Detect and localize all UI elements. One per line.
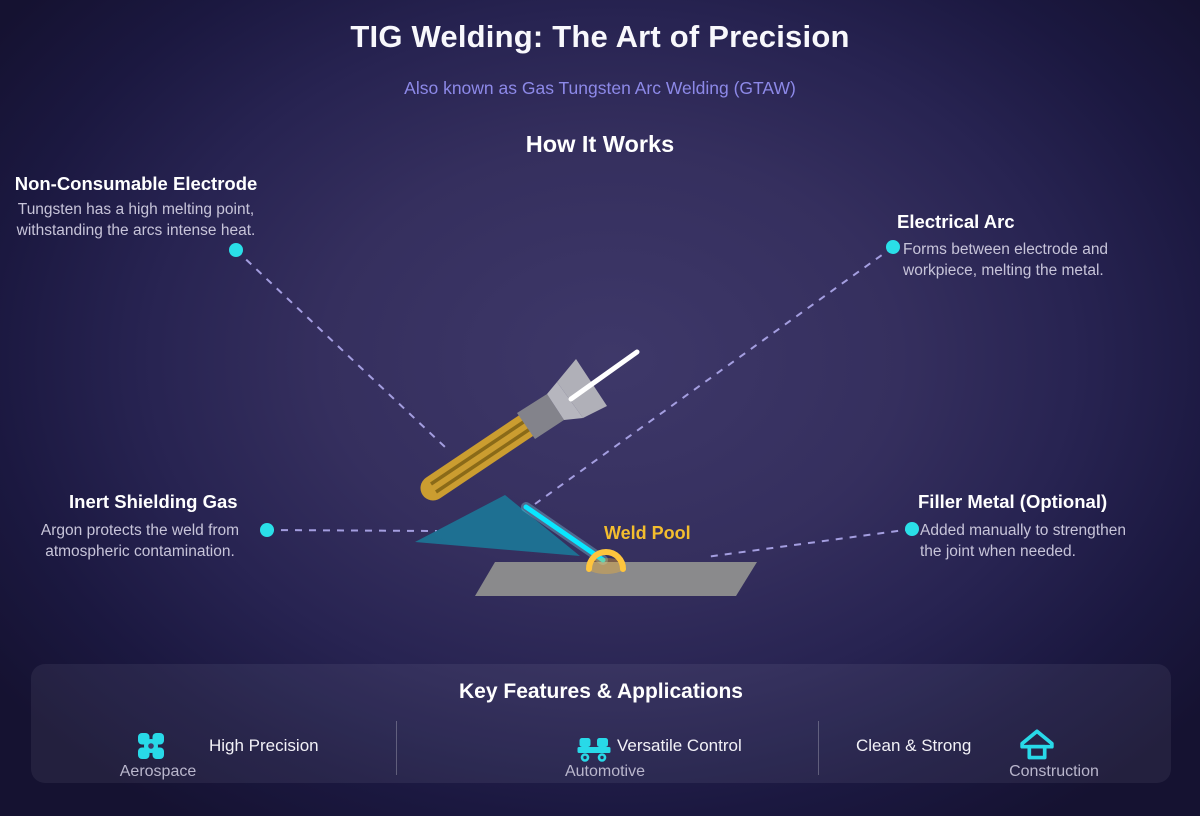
key-features-panel: Key Features & Applications High Precisi…	[31, 664, 1171, 783]
feature-application-construction: Construction	[1009, 763, 1099, 780]
callout-dot-electrode	[229, 243, 243, 257]
torch-collar	[517, 394, 564, 439]
callout-title-electrical-arc: Electrical Arc	[897, 211, 1015, 232]
shielding-gas-cone	[415, 495, 580, 556]
car-icon	[577, 735, 611, 770]
callout-dots	[229, 240, 919, 537]
weld-pool-glow	[586, 558, 626, 574]
arc-beam	[523, 504, 606, 563]
panel-divider	[396, 721, 397, 775]
callout-title-filler-metal: Filler Metal (Optional)	[918, 491, 1108, 512]
feature-title-high-precision: High Precision	[209, 736, 319, 755]
feature-title-clean-strong: Clean & Strong	[856, 736, 972, 755]
weld-pool-arc	[586, 549, 626, 572]
feature-title-versatile-control: Versatile Control	[617, 736, 742, 755]
connector-line-arc	[534, 246, 894, 505]
key-features-heading: Key Features & Applications	[459, 680, 743, 703]
torch-handle	[420, 412, 540, 501]
callout-dot-gas	[260, 523, 274, 537]
connector-line-gas	[266, 529, 438, 532]
torch-handle-stripe	[435, 427, 531, 494]
workpiece-plate	[475, 562, 757, 596]
tungsten-electrode-rod	[568, 349, 640, 402]
connector-line-filler	[705, 528, 913, 558]
torch-handle-stripe	[430, 419, 526, 486]
callout-dot-filler	[905, 522, 919, 536]
callout-desc-inert-shielding-gas: Argon protects the weld from atmospheric…	[40, 522, 240, 560]
connector-line-electrode	[235, 249, 446, 448]
torch-nozzle-cup	[547, 382, 583, 420]
callout-dot-arc	[886, 240, 900, 254]
panel-divider	[818, 721, 819, 775]
turbine-icon	[135, 730, 167, 767]
page-subtitle: Also known as Gas Tungsten Arc Welding (…	[404, 78, 796, 98]
callout-desc-filler-metal: Added manually to strengthen the joint w…	[920, 522, 1126, 560]
feature-application-aerospace: Aerospace	[119, 763, 197, 780]
section-heading: How It Works	[525, 131, 675, 157]
weld-pool-label: Weld Pool	[604, 523, 691, 543]
callout-desc-electrical-arc: Forms between electrode and workpiece, m…	[903, 241, 1109, 279]
callout-connector-lines	[235, 246, 913, 558]
page-title: TIG Welding: The Art of Precision	[350, 19, 850, 54]
callout-title-inert-shielding-gas: Inert Shielding Gas	[69, 491, 238, 512]
callout-desc-non-consumable-electrode: Tungsten has a high melting point, withs…	[16, 201, 256, 239]
tig-torch	[420, 349, 640, 501]
callout-title-non-consumable-electrode: Non-Consumable Electrode	[14, 173, 258, 194]
house-icon	[1016, 725, 1058, 772]
feature-application-automotive: Automotive	[564, 763, 646, 780]
